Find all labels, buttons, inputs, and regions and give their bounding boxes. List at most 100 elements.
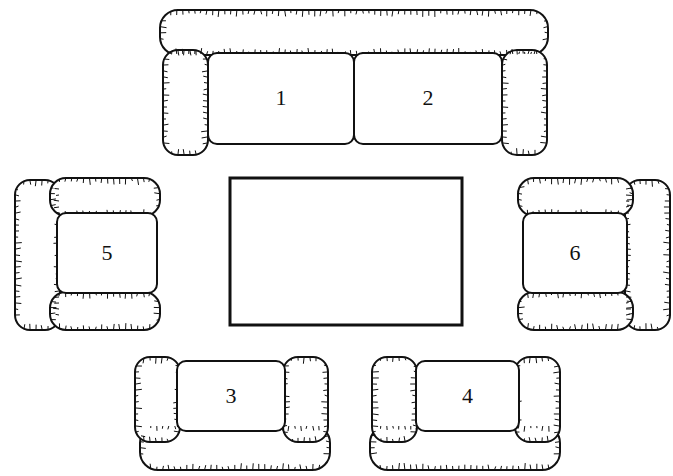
texture-stroke [380,358,382,361]
texture-stroke [137,326,138,329]
texture-stroke [391,11,393,17]
texture-stroke [24,324,26,329]
texture-stroke [54,207,59,209]
texture-stroke [16,291,19,292]
texture-stroke [149,437,150,441]
texture-stroke [664,206,669,207]
texture-stroke [543,26,547,28]
texture-stroke [51,312,55,314]
texture-stroke [287,426,289,431]
texture-stroke [194,50,195,54]
texture-stroke [296,11,298,15]
texture-stroke [524,463,525,469]
texture-stroke [157,319,159,321]
texture-stroke [16,242,22,243]
texture-stroke [536,358,538,363]
texture-stroke [29,324,30,329]
texture-stroke [258,464,259,469]
seat-cushion: 2 [353,52,503,145]
texture-stroke [355,11,357,14]
texture-stroke [524,358,525,363]
texture-stroke [371,441,376,442]
texture-stroke [536,464,537,469]
texture-stroke [16,212,21,214]
texture-stroke [519,199,522,201]
texture-stroke [59,323,60,329]
texture-stroke [500,466,502,469]
texture-stroke [626,307,632,309]
texture-stroke [503,100,505,101]
texture-stroke [404,426,406,429]
texture-stroke [645,323,646,329]
texture-stroke [136,401,139,402]
texture-stroke [645,181,646,185]
texture-stroke [605,179,607,182]
texture-stroke [136,395,138,397]
texture-stroke [288,464,289,469]
texture-stroke [373,389,378,391]
texture-stroke [324,426,327,428]
texture-stroke [503,88,507,89]
chair-arm [50,292,160,330]
texture-stroke [516,432,519,433]
texture-stroke [16,285,21,287]
texture-stroke [574,179,576,183]
texture-stroke [651,324,653,329]
texture-stroke [626,302,629,303]
texture-stroke [51,204,56,206]
texture-stroke [136,378,140,379]
texture-stroke [598,326,600,329]
texture-stroke [248,11,250,14]
texture-stroke [312,464,313,469]
texture-stroke [30,181,32,185]
texture-stroke [665,230,669,232]
texture-stroke [131,179,133,181]
texture-stroke [511,49,513,54]
texture-stroke [136,389,142,391]
texture-stroke [428,465,430,469]
texture-stroke [350,11,351,13]
texture-stroke [324,420,327,421]
texture-stroke [667,291,669,292]
texture-stroke [83,325,84,329]
seat-number: 4 [462,384,473,408]
texture-stroke [200,48,202,54]
texture-stroke [544,131,546,133]
texture-stroke [368,11,369,13]
texture-stroke [298,358,299,361]
texture-stroke [54,297,59,299]
texture-stroke [658,181,660,184]
texture-stroke [555,441,559,443]
texture-stroke [404,463,406,469]
texture-stroke [162,426,163,429]
texture-stroke [542,100,546,102]
texture-stroke [499,51,501,54]
texture-stroke [665,200,669,201]
texture-stroke [556,325,558,329]
sofa-arm [163,50,208,155]
chair-arm [515,357,560,442]
texture-stroke [542,77,546,78]
texture-stroke [16,255,20,257]
texture-stroke [529,437,531,441]
texture-stroke [543,38,547,40]
texture-stroke [16,225,19,226]
texture-stroke [544,118,546,119]
texture-stroke [264,464,265,469]
texture-stroke [51,193,55,194]
texture-stroke [428,11,429,16]
texture-stroke [118,324,120,329]
texture-stroke [458,466,459,469]
chair-arm [135,357,180,442]
texture-stroke [470,11,472,15]
texture-stroke [35,181,37,186]
texture-stroke [16,303,21,304]
texture-stroke [325,383,327,384]
texture-stroke [325,395,327,397]
texture-stroke [373,407,378,408]
texture-stroke [440,466,441,469]
texture-stroke [154,300,159,302]
texture-stroke [533,179,534,182]
texture-stroke [327,447,329,448]
texture-stroke [16,200,21,201]
